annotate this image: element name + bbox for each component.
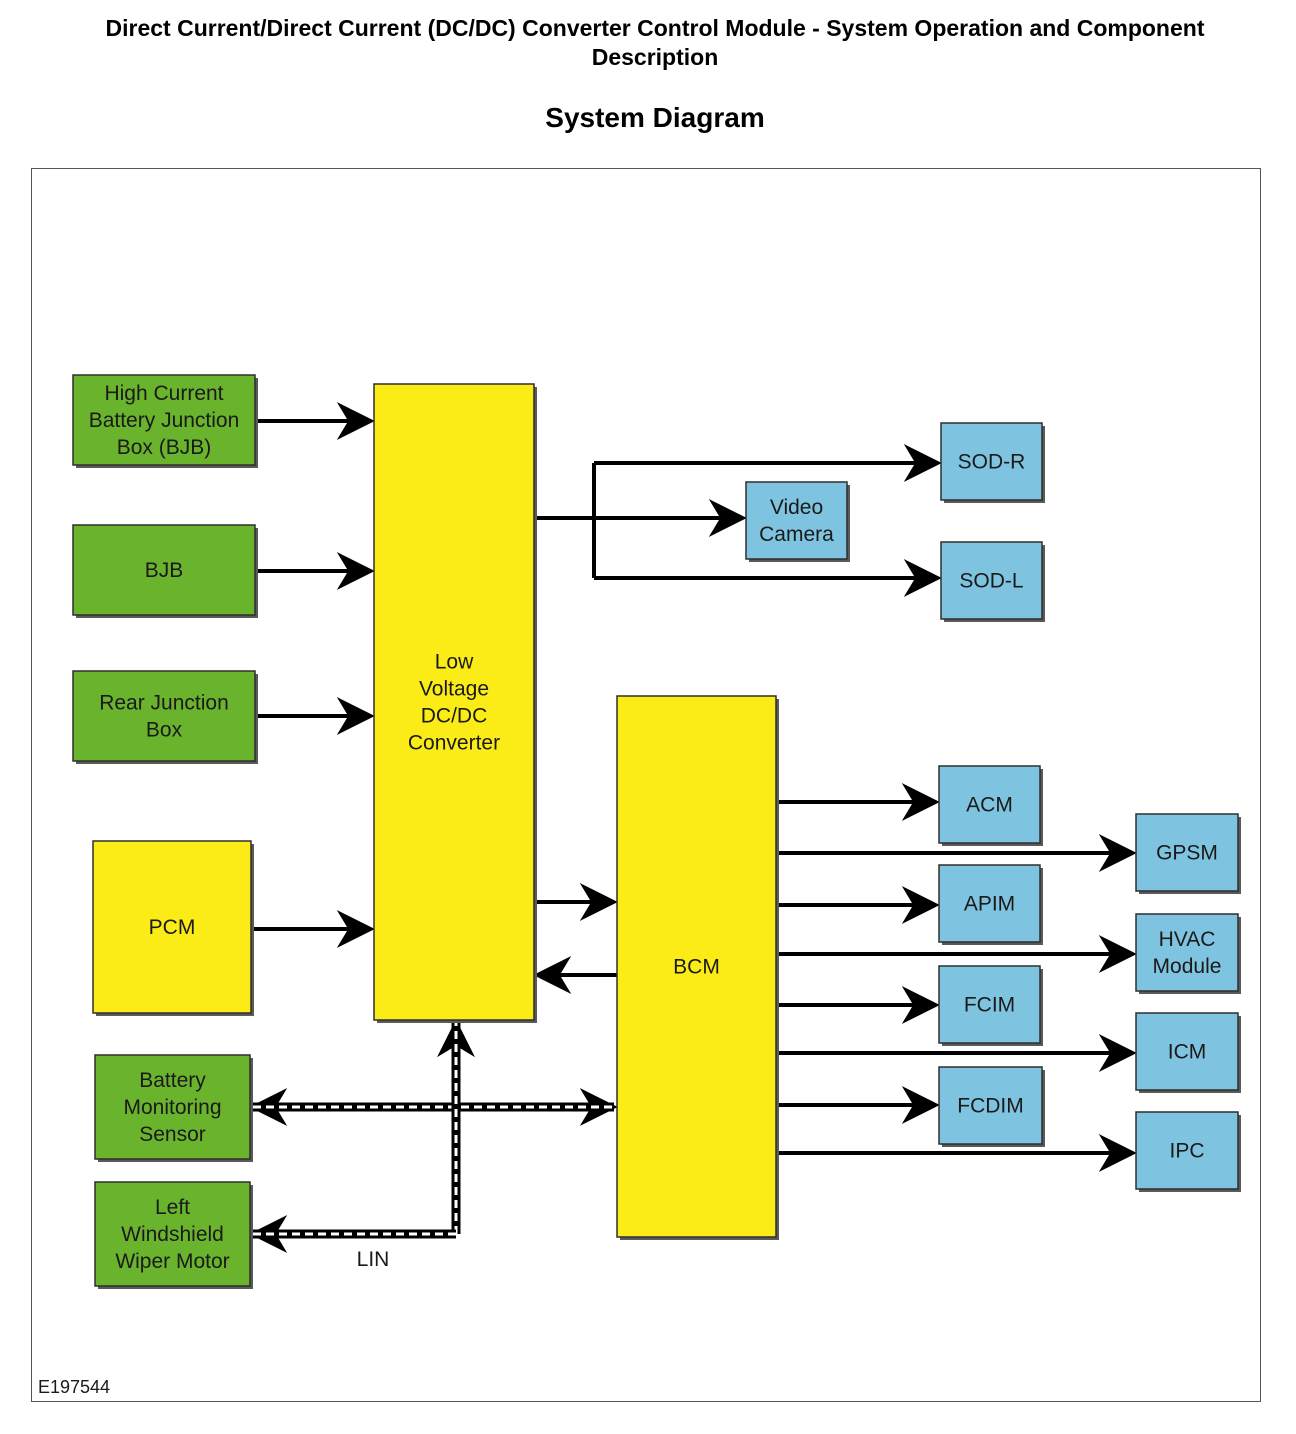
node-wiper-box <box>94 1181 251 1287</box>
node-icm: ICM <box>1135 1012 1241 1093</box>
node-bcm: BCM <box>616 695 779 1240</box>
node-video-label: Camera <box>759 523 834 546</box>
node-dc-dc-converter-label: DC/DC <box>421 705 488 728</box>
node-video-label: Video <box>770 496 823 519</box>
node-wiper-label: Wiper Motor <box>115 1250 229 1273</box>
node-wiper-label: Left <box>155 1196 190 1219</box>
node-icm-label: ICM <box>1168 1041 1207 1064</box>
node-hc-bjb-label: Battery Junction <box>89 409 240 432</box>
node-acm-box <box>938 765 1041 844</box>
node-icm-box <box>1135 1012 1239 1091</box>
node-bms-label: Battery <box>139 1069 206 1092</box>
node-sod-r-box <box>940 422 1043 501</box>
lin-bus-label: LIN <box>357 1248 390 1271</box>
node-bms-label: Monitoring <box>123 1096 221 1119</box>
node-bjb: BJB <box>72 524 258 618</box>
node-bcm-box <box>616 695 777 1238</box>
node-rjb-label: Rear Junction <box>99 692 229 715</box>
figure-id: E197544 <box>38 1377 110 1397</box>
node-bms-box <box>94 1054 251 1160</box>
node-hvac-label: Module <box>1153 955 1222 978</box>
node-bcm-label: BCM <box>673 956 720 979</box>
node-fcdim-label: FCDIM <box>957 1095 1024 1118</box>
node-sod-r: SOD-R <box>940 422 1045 503</box>
node-fcdim: FCDIM <box>938 1066 1045 1147</box>
section-title: System Diagram <box>545 102 765 133</box>
node-bms-label: Sensor <box>139 1123 206 1146</box>
node-apim-box <box>938 864 1041 943</box>
node-fcdim-box <box>938 1066 1043 1145</box>
node-sod-l-box <box>940 541 1043 620</box>
node-rjb-label: Box <box>146 719 183 742</box>
node-sod-r-label: SOD-R <box>958 451 1026 474</box>
node-dc-dc-converter-label: Low <box>435 651 474 674</box>
node-dc-dc-converter-label: Voltage <box>419 678 489 701</box>
node-pcm-box <box>92 840 252 1014</box>
node-hc-bjb-box <box>72 374 256 466</box>
node-fcim: FCIM <box>938 965 1043 1046</box>
node-apim: APIM <box>938 864 1043 945</box>
node-dc-dc-converter-box <box>373 383 535 1021</box>
node-pcm: PCM <box>92 840 254 1016</box>
node-hvac: HVAC Module <box>1135 913 1241 994</box>
node-sod-l: SOD-L <box>940 541 1045 622</box>
node-video-box <box>745 481 848 560</box>
node-bjb-box <box>72 524 256 616</box>
node-hc-bjb-label: Box (BJB) <box>117 436 212 459</box>
node-gpsm-label: GPSM <box>1156 842 1218 865</box>
node-acm-label: ACM <box>966 794 1013 817</box>
node-hvac-box <box>1135 913 1239 992</box>
node-bjb-label: BJB <box>145 559 184 582</box>
node-ipc-label: IPC <box>1169 1140 1204 1163</box>
node-dc-dc-converter-label: Converter <box>408 732 500 755</box>
node-gpsm-box <box>1135 813 1239 892</box>
node-pcm-label: PCM <box>149 916 196 939</box>
node-rjb-box <box>72 670 256 762</box>
node-acm: ACM <box>938 765 1043 846</box>
node-apim-label: APIM <box>964 893 1015 916</box>
node-sod-l-label: SOD-L <box>959 570 1023 593</box>
document-title: Direct Current/Direct Current (DC/DC) Co… <box>105 15 1205 70</box>
connector-lines <box>249 402 1137 1253</box>
node-fcim-label: FCIM <box>964 994 1015 1017</box>
node-ipc: IPC <box>1135 1111 1241 1192</box>
node-hc-bjb-label: High Current <box>104 382 223 405</box>
node-wiper-label: Windshield <box>121 1223 224 1246</box>
node-hvac-label: HVAC <box>1159 928 1216 951</box>
node-ipc-box <box>1135 1111 1239 1190</box>
node-gpsm: GPSM <box>1135 813 1241 894</box>
node-fcim-box <box>938 965 1041 1044</box>
